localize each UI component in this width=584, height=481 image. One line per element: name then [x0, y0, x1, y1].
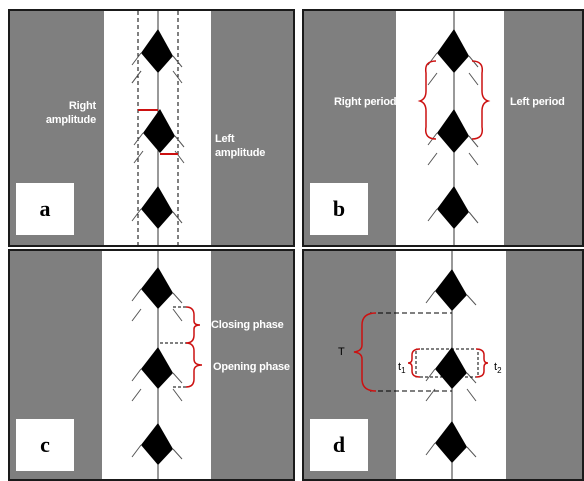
panel-a: Right amplitude Left amplitude a — [8, 9, 295, 247]
diamond-segment — [132, 347, 182, 401]
panel-c: Closing phase Opening phase c — [8, 249, 295, 481]
right-period-brace — [420, 61, 436, 139]
diamond-segment — [132, 267, 182, 321]
left-period-brace — [472, 61, 488, 139]
left-period-label: Left period — [510, 95, 565, 109]
panel-letter-d: d — [310, 419, 368, 471]
t1-brace — [408, 349, 420, 377]
panel-letter-c: c — [16, 419, 74, 471]
panel-letter-a: a — [16, 183, 74, 235]
period-symbol: T — [338, 346, 345, 359]
panel-b: Right period Left period b — [302, 9, 584, 247]
panel-letter-b: b — [310, 183, 368, 235]
diamond-segment — [132, 29, 182, 83]
left-amplitude-label: Left amplitude — [215, 132, 265, 160]
diamond-segment — [428, 186, 478, 229]
right-amplitude-label: Right amplitude — [42, 99, 96, 127]
diamond-segment — [428, 29, 478, 85]
opening-phase-label: Opening phase — [213, 360, 290, 374]
right-period-label: Right period — [334, 95, 396, 109]
diamond-segment — [426, 269, 476, 311]
period-brace — [354, 313, 376, 391]
t1-label: t1 — [398, 361, 406, 377]
diamond-segment — [132, 423, 182, 465]
closing-phase-brace — [186, 307, 200, 343]
diamond-segment — [426, 347, 476, 401]
diamond-segment — [132, 71, 182, 229]
opening-phase-brace — [186, 343, 202, 387]
panel-d: T t1 t2 d — [302, 249, 584, 481]
diamond-segment — [428, 109, 478, 165]
diamond-segment — [426, 421, 476, 463]
closing-phase-label: Closing phase — [211, 318, 284, 332]
t2-label: t2 — [494, 361, 502, 377]
